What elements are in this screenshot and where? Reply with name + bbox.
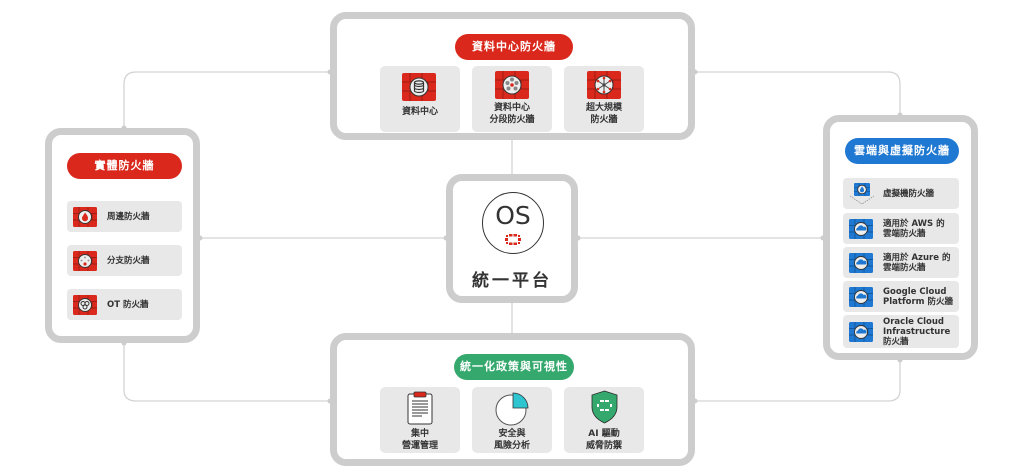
segmentation-icon [495,71,529,99]
shield-icon [591,390,618,424]
datacenter-firewall-panel: 資料中心防火牆 資料中心 資料中心 分段防火牆 超大規模 防火牆 [330,12,695,140]
unified-policy-panel: 統一化政策與可視性 集中 營運管理 安全與 風險分析 AI 驅動 威脅防禦 [330,333,695,466]
flame-firewall-icon [73,206,97,227]
cloud-firewall-icon [849,286,873,307]
row-ot-firewall[interactable]: OT 防火牆 [67,289,182,320]
hyperscale-icon [587,71,621,99]
tile-datacenter-segmentation-label: 資料中心 分段防火牆 [489,103,535,125]
row-gcp-firewall[interactable]: Google Cloud Platform 防火牆 [843,281,959,312]
vm-firewall-icon [849,182,875,204]
ot-firewall-icon [73,294,97,315]
oci-firewall-label: Oracle Cloud Infrastructure 防火牆 [883,316,951,347]
database-icon [402,73,436,101]
row-branch-firewall[interactable]: 分支防火牆 [67,245,182,276]
gcp-firewall-label: Google Cloud Platform 防火牆 [883,286,953,307]
physical-firewall-title: 實體防火牆 [67,153,182,179]
vm-firewall-label: 虛擬機防火牆 [883,188,935,199]
unified-platform-title: 統一平台 [472,271,552,291]
tile-datacenter[interactable]: 資料中心 [380,66,460,132]
row-perimeter-firewall[interactable]: 周邊防火牆 [67,201,182,232]
perimeter-firewall-label: 周邊防火牆 [107,211,150,222]
tile-security-risk-analysis[interactable]: 安全與 風險分析 [472,387,552,453]
row-aws-cloud-firewall[interactable]: 適用於 AWS 的 雲端防火牆 [843,213,959,244]
clipboard-icon [407,391,433,425]
cloud-firewall-icon [849,321,873,342]
tile-hyperscale-label: 超大規模 防火牆 [585,103,622,125]
aws-cloud-firewall-label: 適用於 AWS 的 雲端防火牆 [883,218,945,239]
fortinet-logo-icon [505,234,521,245]
cloud-firewall-icon [849,252,873,273]
azure-cloud-firewall-label: 適用於 Azure 的 雲端防火牆 [883,252,951,273]
branch-firewall-label: 分支防火牆 [107,255,150,266]
tile-central-management[interactable]: 集中 營運管理 [380,387,460,453]
pie-chart-icon [495,392,529,426]
cloud-virtual-firewall-title: 雲端與虛擬防火牆 [845,138,959,164]
tile-hyperscale[interactable]: 超大規模 防火牆 [564,66,644,132]
row-oci-firewall[interactable]: Oracle Cloud Infrastructure 防火牆 [843,315,959,348]
cloud-firewall-icon [849,218,873,239]
datacenter-firewall-title: 資料中心防火牆 [455,34,573,60]
tile-datacenter-label: 資料中心 [401,107,438,117]
os-logo-text: OS [495,201,531,230]
tile-datacenter-segmentation[interactable]: 資料中心 分段防火牆 [472,66,552,132]
ot-firewall-label: OT 防火牆 [107,299,149,310]
unified-policy-title: 統一化政策與可視性 [454,354,574,380]
security-risk-analysis-label: 安全與 風險分析 [493,429,530,451]
row-azure-cloud-firewall[interactable]: 適用於 Azure 的 雲端防火牆 [843,247,959,278]
row-vm-firewall[interactable]: 虛擬機防火牆 [843,178,959,209]
ai-threat-protection-label: AI 驅動 威脅防禦 [585,429,622,451]
os-logo: OS [482,192,544,254]
tile-ai-threat-protection[interactable]: AI 驅動 威脅防禦 [564,387,644,453]
unified-platform-panel[interactable]: OS 統一平台 [446,174,578,303]
central-management-label: 集中 營運管理 [401,429,438,451]
physical-firewall-panel: 實體防火牆 周邊防火牆 分支防火牆 OT 防火牆 [45,128,200,343]
cloud-virtual-firewall-panel: 雲端與虛擬防火牆 虛擬機防火牆 適用於 AWS 的 雲端防火牆 適用於 Azur… [823,115,978,360]
branch-firewall-icon [73,250,97,271]
